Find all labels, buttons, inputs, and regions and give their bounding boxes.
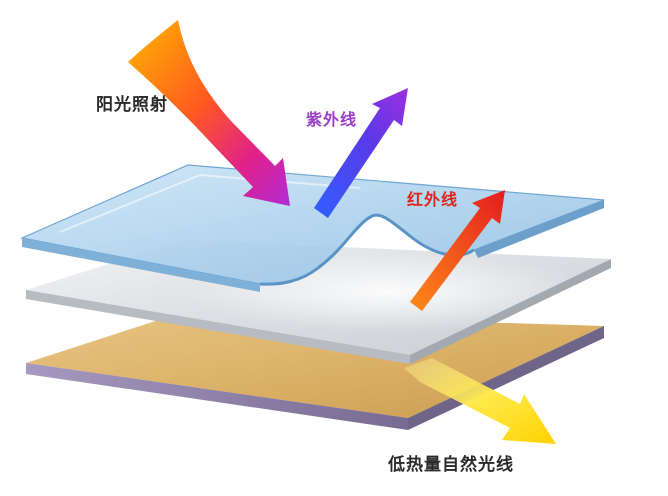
uv-arrow xyxy=(314,88,408,218)
sunlight-label: 阳光照射 xyxy=(96,95,168,115)
low-heat-light-label: 低热量自然光线 xyxy=(388,455,514,475)
uv-label: 紫外线 xyxy=(306,110,358,129)
transmitted-light-arrow xyxy=(404,358,556,444)
sun-ray-arrow xyxy=(128,20,290,206)
ir-label: 红外线 xyxy=(407,190,459,209)
ir-arrow xyxy=(410,190,505,311)
